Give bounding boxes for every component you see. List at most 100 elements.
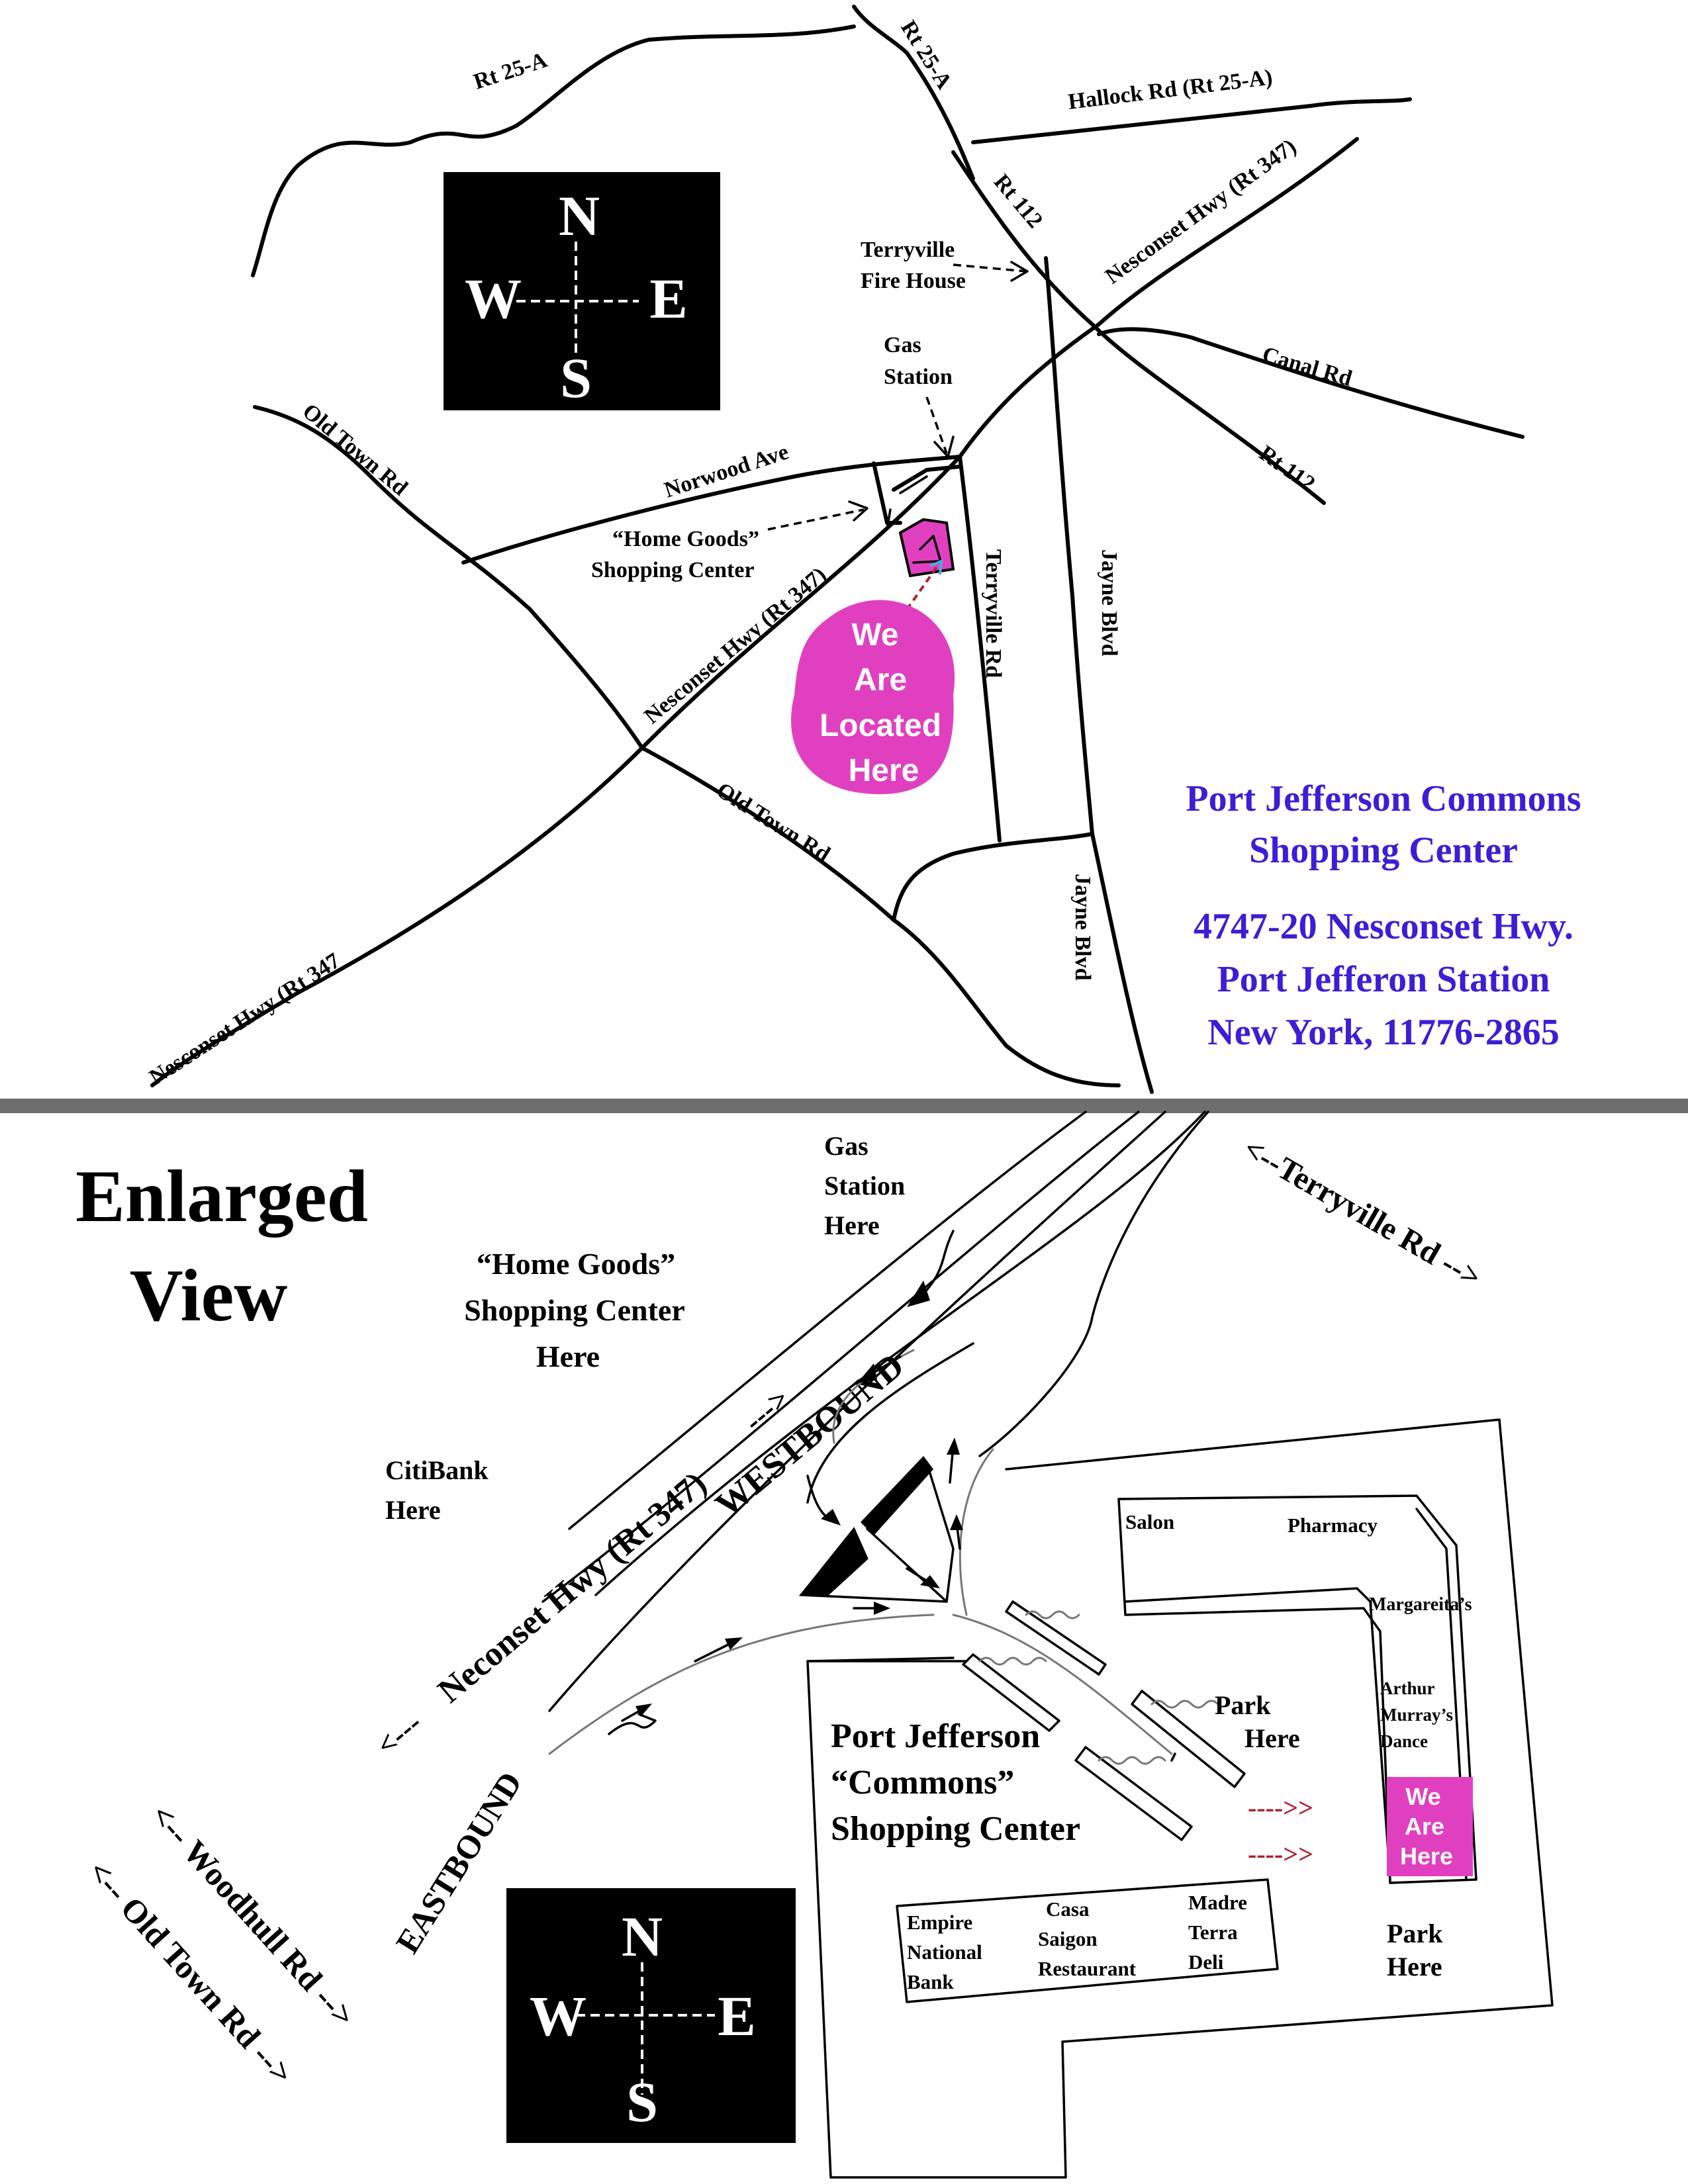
ev-compass-e: E xyxy=(718,1984,755,2048)
home-goods-lot xyxy=(886,475,928,531)
ev-store-madre-3: Deli xyxy=(1188,1950,1224,1974)
address-block: Port Jefferson Commons Shopping Center 4… xyxy=(1186,778,1581,1053)
ev-store-building-inner-2 xyxy=(1415,1508,1468,1881)
road-nesconset-sw xyxy=(150,455,962,1087)
ev-commons-perimeter-2 xyxy=(806,1660,1176,1762)
ev-compass-s: S xyxy=(626,2070,658,2134)
ev-red-arrow-1: ---->> xyxy=(1248,1793,1313,1823)
label-jayne-upper: Jayne Blvd xyxy=(1097,549,1121,657)
ev-home-goods-3: Here xyxy=(536,1340,600,1373)
ev-commons-1: Port Jefferson xyxy=(831,1717,1040,1755)
address-line-3: New York, 11776-2865 xyxy=(1207,1012,1559,1053)
ev-park-upper-2: Here xyxy=(1244,1723,1300,1753)
ev-terryville: <--Terryville Rd --> xyxy=(1238,1131,1487,1295)
ev-neconset-left-arrow: <--- xyxy=(370,1706,428,1762)
label-canal: Canal Rd xyxy=(1260,342,1355,391)
ev-citibank-2: Here xyxy=(385,1495,441,1525)
road-jayne-lower xyxy=(892,832,1154,1094)
ev-highway-south-edge xyxy=(594,1111,1206,1596)
ev-red-arrow-2: ---->> xyxy=(1248,1839,1313,1869)
compass-s: S xyxy=(560,346,592,410)
label-old-town-nw: Old Town Rd xyxy=(298,399,412,501)
callout-line-3: Located xyxy=(820,708,941,743)
ev-highway-north-edge xyxy=(568,1111,1087,1530)
ev-store-madre-2: Terra xyxy=(1188,1921,1238,1944)
label-old-town-se: Old Town Rd xyxy=(712,778,835,867)
road-nesconset-ne xyxy=(958,137,1359,459)
ev-parking-islands xyxy=(962,1600,1246,1841)
enlarged-title-2: View xyxy=(130,1255,288,1337)
fire-house-arrowhead xyxy=(1010,261,1029,282)
ev-store-casa-1: Casa xyxy=(1046,1897,1090,1921)
section-divider xyxy=(0,1099,1688,1113)
home-goods-arrow xyxy=(767,508,865,531)
ev-compass-n: N xyxy=(622,1905,663,1968)
ev-store-casa-3: Restaurant xyxy=(1038,1957,1137,1980)
ev-park-lower-2: Here xyxy=(1387,1952,1442,1981)
compass-rose-icon: N W E S xyxy=(444,172,720,410)
ev-store-casa-2: Saigon xyxy=(1038,1927,1098,1950)
ev-home-goods-2: Shopping Center xyxy=(464,1293,685,1327)
ev-we-are-here-box xyxy=(1387,1777,1473,1876)
commons-building-detail xyxy=(912,535,941,564)
ev-ramp-lines xyxy=(800,1461,955,1603)
ev-gas-1: Gas xyxy=(824,1131,868,1161)
road-canal xyxy=(1097,327,1524,439)
label-terryville: Terryville Rd xyxy=(981,549,1006,678)
ev-store-arthur-3: Dance xyxy=(1380,1731,1428,1751)
road-old-town-se xyxy=(640,746,1121,1087)
label-nesconset-ne: Nesconset Hwy (Rt 347) xyxy=(1101,134,1301,289)
ev-old-town: <-- Old Town Rd --> xyxy=(81,1853,301,2092)
ev-pencil-edge-2 xyxy=(952,1614,1173,1755)
ev-compass-rose-icon: N W E S xyxy=(506,1888,796,2143)
road-rt25a xyxy=(251,24,856,277)
label-rt25a-left: Rt 25-A xyxy=(471,48,551,95)
top-map: We Are Located Here N W E S Rt 25-A Rt 2… xyxy=(145,5,1581,1094)
ev-traffic-arrows xyxy=(608,1230,963,1735)
we-are-located-blob xyxy=(791,600,955,794)
ev-intersection-island xyxy=(798,1527,868,1596)
address-name-1: Port Jefferson Commons xyxy=(1186,778,1581,819)
ev-store-empire-3: Bank xyxy=(907,1970,954,1993)
ev-intersection-island-2 xyxy=(861,1456,933,1535)
ev-store-madre-1: Madre xyxy=(1188,1891,1247,1914)
ev-store-pharmacy: Pharmacy xyxy=(1288,1514,1378,1537)
commons-building xyxy=(898,518,955,578)
ev-store-empire-2: National xyxy=(907,1940,982,1964)
ev-pencil-edge-4 xyxy=(959,1448,994,1616)
address-line-1: 4747-20 Nesconset Hwy. xyxy=(1194,906,1573,947)
home-goods-arrowhead xyxy=(848,500,868,522)
ev-woodhull: <-- Woodhull Rd --> xyxy=(144,1797,363,2034)
label-hallock: Hallock Rd (Rt 25-A) xyxy=(1066,65,1274,114)
callout-line-2: Are xyxy=(854,662,907,698)
ev-gas-2: Station xyxy=(824,1171,905,1201)
we-are-located-text: We Are Located Here xyxy=(820,617,941,788)
ev-we-are-here-2: Are xyxy=(1405,1813,1444,1840)
ev-store-building xyxy=(1117,1494,1477,1884)
ev-commons-perimeter xyxy=(806,1418,1554,2179)
ev-park-lower-1: Park xyxy=(1387,1919,1443,1948)
ev-park-upper-1: Park xyxy=(1215,1690,1271,1720)
road-rt25a-north xyxy=(852,5,975,181)
compass-e: E xyxy=(649,267,687,330)
ev-gas-3: Here xyxy=(824,1210,880,1240)
enlarged-view: Enlarged View Gas Station Here “Home Goo… xyxy=(75,1111,1554,2179)
ev-store-empire-1: Empire xyxy=(907,1911,972,1934)
label-rt112-right: Rt 112 xyxy=(1254,441,1319,496)
label-fire-house-1: Terryville xyxy=(861,238,955,262)
ev-commons-2: “Commons” xyxy=(831,1764,1014,1801)
ev-store-building-inner xyxy=(1124,1587,1391,1881)
ev-home-goods-1: “Home Goods” xyxy=(477,1247,675,1281)
road-hallock xyxy=(971,97,1412,144)
callout-arrowhead xyxy=(929,559,943,575)
ev-store-arthur-1: Arthur xyxy=(1380,1678,1435,1698)
label-rt112-top: Rt 112 xyxy=(989,169,1047,232)
callout-line-4: Here xyxy=(849,753,919,788)
ev-highway-far-edge xyxy=(978,1111,1209,1457)
ev-we-are-here-3: Here xyxy=(1400,1843,1453,1870)
gas-arrowhead xyxy=(933,435,955,458)
label-nesconset-sw: Nesconset Hwy (Rt 347 xyxy=(145,948,344,1090)
compass-n: N xyxy=(559,184,600,248)
ev-strip-building xyxy=(896,1878,1279,2003)
